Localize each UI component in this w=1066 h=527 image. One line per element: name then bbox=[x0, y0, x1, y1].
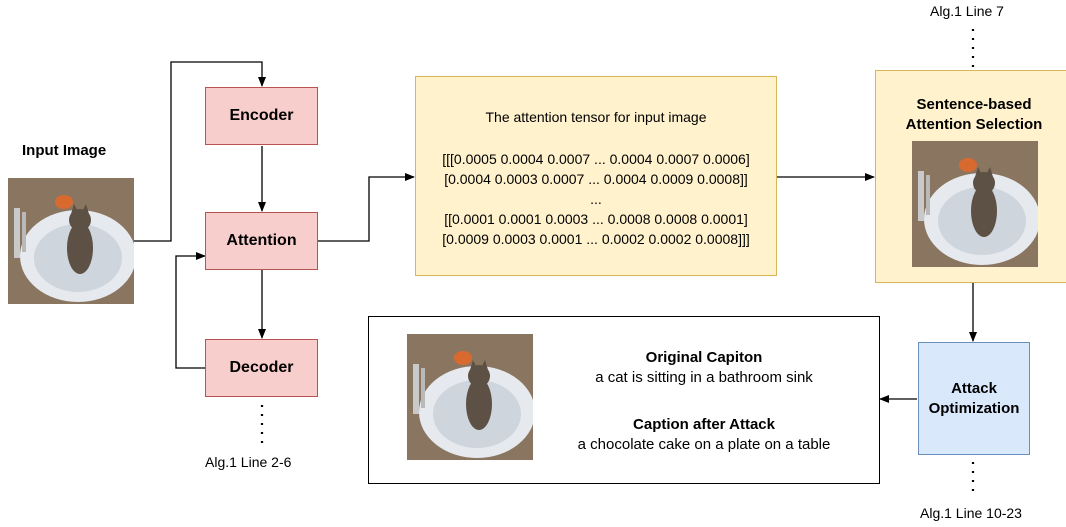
tensor-line: [0.0009 0.0003 0.0001 ... 0.0002 0.0002 … bbox=[442, 231, 750, 247]
original-caption-text: a cat is sitting in a bathroom sink bbox=[595, 369, 813, 386]
attack-optimization-label-line2: Optimization bbox=[928, 399, 1020, 417]
original-caption-title: Original Capiton bbox=[645, 349, 763, 366]
tensor-line: [0.0004 0.0003 0.0007 ... 0.0004 0.0009 … bbox=[444, 171, 748, 187]
selected-attention-image bbox=[912, 141, 1038, 267]
input-image-label: Input Image bbox=[22, 142, 107, 159]
attention-box: Attention bbox=[205, 212, 318, 270]
attention-selection-label-line2: Attention Selection bbox=[905, 116, 1043, 133]
decoder-box: Decoder bbox=[205, 339, 318, 397]
tensor-title: The attention tensor for input image bbox=[485, 109, 707, 125]
input-image bbox=[8, 178, 134, 304]
alg-line-7-label: Alg.1 Line 7 bbox=[930, 3, 1004, 19]
alg-line-2-6-label: Alg.1 Line 2-6 bbox=[205, 454, 292, 470]
arrow-decoder-to-attention bbox=[175, 252, 206, 369]
alg-line-10-23-label: Alg.1 Line 10-23 bbox=[920, 505, 1022, 521]
attacked-caption: Caption after Attack a chocolate cake on… bbox=[539, 415, 869, 455]
arrow-input-to-encoder bbox=[134, 61, 266, 242]
caption-result-box: Original Capiton a cat is sitting in a b… bbox=[368, 316, 880, 484]
tensor-line: [[[0.0005 0.0004 0.0007 ... 0.0004 0.000… bbox=[442, 151, 750, 167]
attention-selection-label: Sentence-based Attention Selection bbox=[876, 95, 1066, 135]
tensor-line: [[0.0001 0.0001 0.0003 ... 0.0008 0.0008… bbox=[444, 211, 748, 227]
attention-tensor-box: The attention tensor for input image [[[… bbox=[415, 76, 777, 276]
attacked-caption-text: a chocolate cake on a plate on a table bbox=[577, 436, 831, 453]
attacked-caption-title: Caption after Attack bbox=[633, 416, 775, 433]
attack-optimization-label-line1: Attack bbox=[951, 380, 997, 397]
adversarial-image bbox=[407, 334, 533, 460]
arrow-attention-to-tensor bbox=[318, 173, 415, 242]
attention-selection-label-line1: Sentence-based bbox=[916, 96, 1032, 113]
attack-optimization-box: Attack Optimization bbox=[918, 342, 1030, 455]
tensor-line: ... bbox=[590, 191, 602, 207]
original-caption: Original Capiton a cat is sitting in a b… bbox=[539, 348, 869, 388]
encoder-box: Encoder bbox=[205, 87, 318, 145]
attention-selection-box: Sentence-based Attention Selection bbox=[875, 70, 1066, 283]
tensor-values: [[[0.0005 0.0004 0.0007 ... 0.0004 0.000… bbox=[416, 149, 776, 249]
